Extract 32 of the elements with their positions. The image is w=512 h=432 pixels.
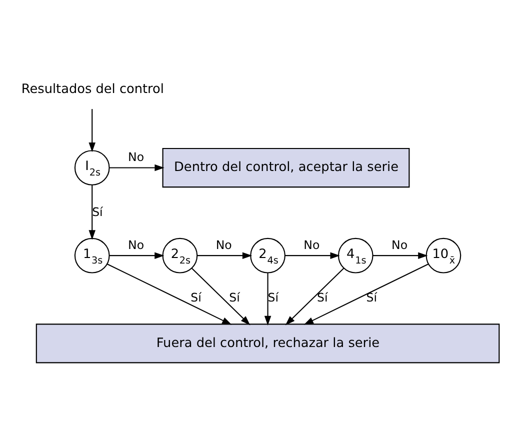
arrow: [304, 263, 429, 324]
node-circle: 2$_{4s}$: [250, 237, 286, 273]
arrow: [372, 252, 428, 258]
edge-label: No: [392, 237, 408, 252]
arrow: [197, 252, 252, 258]
edge-label: Sí: [366, 290, 378, 304]
node-circle: 4$_{1s}$: [338, 237, 374, 273]
edge-label: No: [128, 237, 144, 252]
node-circle: I$_{2s}$: [74, 150, 110, 185]
arrow: [88, 108, 96, 152]
edge-label: Sí: [229, 290, 240, 304]
edge-label: No: [304, 237, 320, 252]
node-box: Dentro del control, aceptar la serie: [162, 147, 410, 188]
arrow: [191, 267, 250, 325]
arrow: [106, 263, 232, 324]
node-circle: 10$_{x̄}$: [426, 237, 462, 273]
edge-label: Sí: [317, 290, 328, 304]
arrow: [285, 267, 344, 325]
node-circle: 2$_{2s}$: [162, 237, 198, 273]
edge-label: Sí: [190, 290, 202, 304]
edge-label: No: [216, 237, 232, 252]
arrow: [285, 252, 340, 258]
node-box: Fuera del control, rechazar la serie: [36, 323, 500, 363]
node-text: Resultados del control: [21, 81, 164, 96]
arrow: [109, 164, 164, 171]
edge-label: Sí: [268, 290, 279, 304]
arrow: [264, 272, 272, 326]
edge-label: Sí: [92, 204, 103, 218]
arrow: [109, 252, 164, 258]
arrow: [88, 184, 96, 240]
node-circle: 1$_{3s}$: [74, 237, 110, 273]
edge-label: No: [128, 150, 144, 164]
